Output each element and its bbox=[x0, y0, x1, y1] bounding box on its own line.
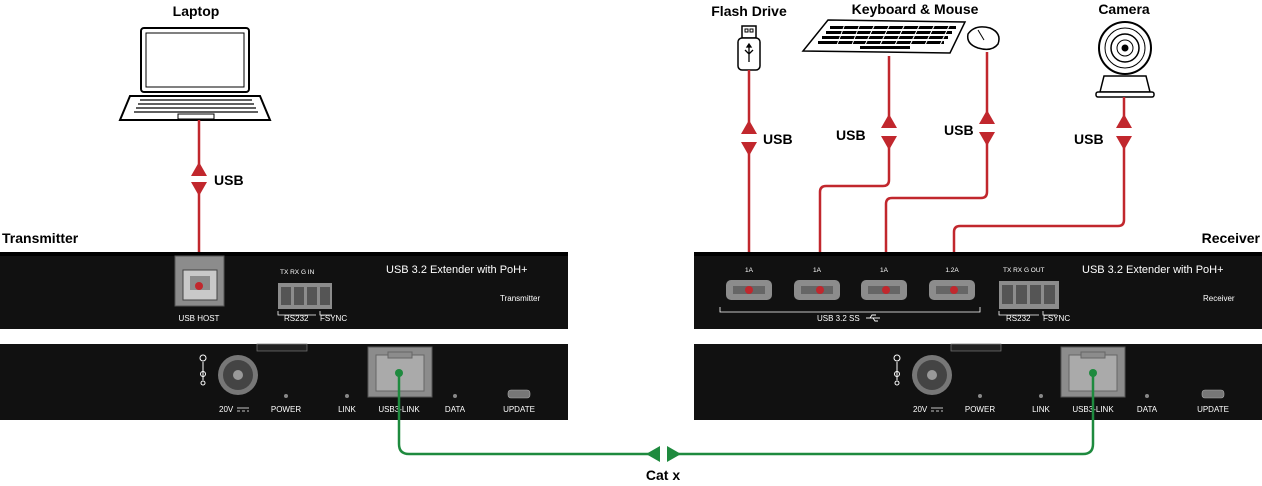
keyboard-usb-cable bbox=[818, 56, 891, 290]
tx-product-name: USB 3.2 Extender with PoH+ bbox=[386, 264, 528, 276]
camera-label: Camera bbox=[1098, 1, 1150, 17]
camera-icon bbox=[1095, 21, 1155, 98]
flash-drive-icon bbox=[737, 25, 761, 71]
rx-data-led bbox=[1145, 394, 1149, 398]
tx-update-port bbox=[507, 389, 531, 399]
tx-rs232-label: RS232 bbox=[284, 314, 309, 323]
receiver-front-panel: 1A 1A 1A 1.2A USB 3.2 SS TX RX G OUT RS2… bbox=[694, 252, 1262, 329]
tx-rj45-connection-dot bbox=[395, 369, 403, 377]
tx-data-led bbox=[453, 394, 457, 398]
tx-data-label: DATA bbox=[445, 405, 466, 414]
mouse-usb-cable bbox=[884, 52, 989, 290]
rx-port-3-rating: 1A bbox=[880, 267, 889, 274]
cat-x-cable bbox=[397, 373, 1095, 456]
cat-x-label: Cat x bbox=[646, 467, 680, 483]
receiver-label: Receiver bbox=[1202, 230, 1261, 246]
rx-power-label: POWER bbox=[965, 405, 995, 414]
rx-usb-connection-dots bbox=[745, 286, 958, 294]
rx-rs232-terminal bbox=[999, 281, 1059, 309]
rx-fsync-label: FSYNC bbox=[1043, 314, 1070, 323]
tx-link-led bbox=[345, 394, 349, 398]
mouse-usb-arrow-icon bbox=[979, 110, 995, 146]
tx-power-symbol-icon bbox=[199, 354, 207, 386]
flash-usb-label: USB bbox=[763, 131, 793, 147]
tx-subtitle: Transmitter bbox=[500, 294, 540, 303]
rx-data-label: DATA bbox=[1137, 405, 1158, 414]
keyboard-usb-arrow-icon bbox=[881, 114, 897, 150]
laptop-usb-arrow-icon bbox=[191, 162, 207, 196]
tx-power-jack-icon bbox=[218, 355, 258, 395]
rx-power-jack-icon bbox=[912, 355, 952, 395]
rx-update-label: UPDATE bbox=[1197, 405, 1229, 414]
transmitter-back-panel: 20V POWER LINK USB3-LINK DATA UPDATE bbox=[0, 343, 568, 420]
rx-port-1-rating: 1A bbox=[745, 267, 754, 274]
rx-usb-group-label: USB 3.2 SS bbox=[817, 314, 860, 323]
cat-arrow-icon bbox=[646, 446, 681, 462]
flash-drive-label: Flash Drive bbox=[711, 3, 787, 19]
rx-rs232-label: RS232 bbox=[1006, 314, 1031, 323]
rx-rj45-connection-dot bbox=[1089, 369, 1097, 377]
mouse-icon bbox=[966, 26, 1000, 51]
usb-host-connection-dot bbox=[195, 282, 203, 290]
rx-power-symbol-icon bbox=[893, 354, 901, 386]
tx-link-label: LINK bbox=[338, 405, 356, 414]
rx-update-port bbox=[1201, 389, 1225, 399]
laptop-icon bbox=[118, 27, 272, 121]
camera-usb-arrow-icon bbox=[1116, 114, 1132, 150]
usb-arrows bbox=[191, 110, 1132, 196]
receiver-back-panel: 20V POWER LINK USB3-LINK DATA UPDATE bbox=[694, 343, 1262, 420]
rx-power-led bbox=[978, 394, 982, 398]
tx-rs232-pins: TX RX G IN bbox=[280, 269, 315, 276]
tx-rs232-terminal bbox=[278, 283, 332, 309]
camera-usb-label: USB bbox=[1074, 131, 1104, 147]
transmitter-label: Transmitter bbox=[2, 230, 79, 246]
tx-20v-label: 20V bbox=[219, 405, 234, 414]
tx-power-label: POWER bbox=[271, 405, 301, 414]
laptop-label: Laptop bbox=[173, 3, 220, 19]
rx-port-4-rating: 1.2A bbox=[945, 267, 959, 274]
rx-subtitle: Receiver bbox=[1203, 294, 1235, 303]
keyboard-mouse-label: Keyboard & Mouse bbox=[852, 1, 979, 17]
tx-fsync-label: FSYNC bbox=[320, 314, 347, 323]
keyboard-usb-label: USB bbox=[836, 127, 866, 143]
rx-rs232-pins: TX RX G OUT bbox=[1003, 267, 1045, 274]
tx-update-label: UPDATE bbox=[503, 405, 535, 414]
rx-link-label: LINK bbox=[1032, 405, 1050, 414]
rx-link-led bbox=[1039, 394, 1043, 398]
camera-usb-cable bbox=[952, 97, 1126, 290]
usb-trident-icon bbox=[866, 314, 880, 322]
rx-20v-label: 20V bbox=[913, 405, 928, 414]
keyboard-icon bbox=[801, 19, 967, 54]
flash-usb-arrow-icon bbox=[741, 120, 757, 156]
rx-port-2-rating: 1A bbox=[813, 267, 822, 274]
laptop-usb-label: USB bbox=[214, 172, 244, 188]
rx-product-name: USB 3.2 Extender with PoH+ bbox=[1082, 264, 1224, 276]
mouse-usb-label: USB bbox=[944, 122, 974, 138]
tx-power-led bbox=[284, 394, 288, 398]
transmitter-front-panel: USB HOST TX RX G IN RS232 FSYNC USB 3.2 … bbox=[0, 252, 568, 329]
usb-host-label: USB HOST bbox=[179, 314, 220, 323]
